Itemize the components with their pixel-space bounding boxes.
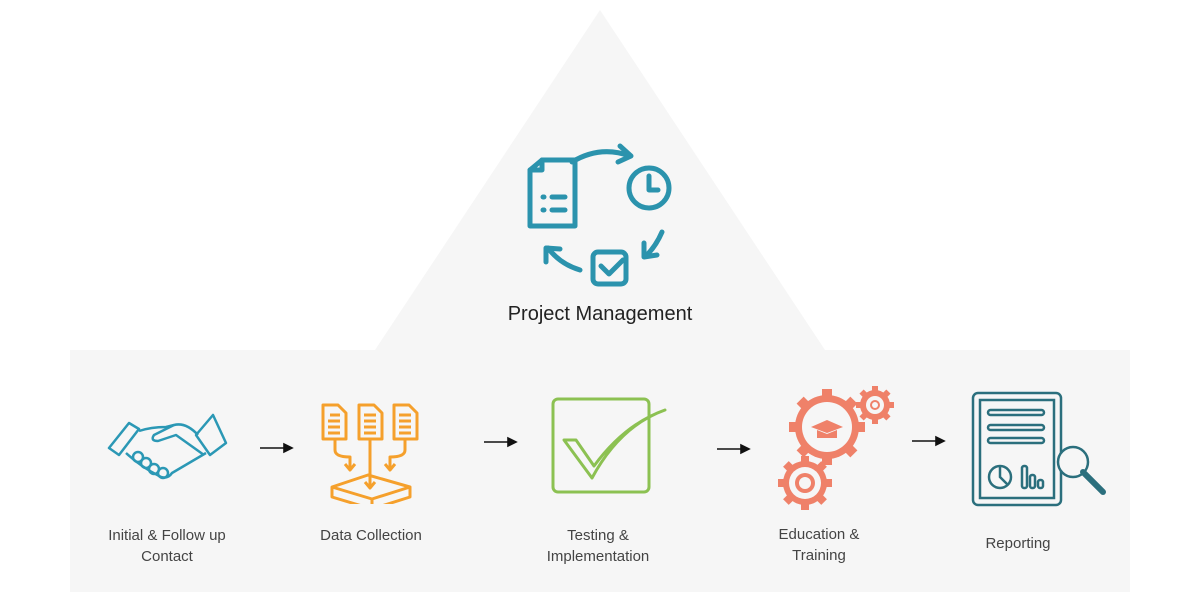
arrow-icon [912,435,946,447]
step-label-testing: Testing & Implementation [508,525,688,567]
data-collection-icon [321,403,419,504]
checkmark-icon [551,397,667,494]
arrow-icon [484,436,518,448]
handshake-icon [107,413,228,480]
step-label-reporting: Reporting [928,533,1108,554]
step-label-line1: Education & [778,526,860,543]
step-label-line1: Initial & Follow up [108,527,226,544]
step-label-line2: Implementation [546,548,650,565]
arrow-icon [717,443,751,455]
step-label-line1: Data Collection [320,527,422,544]
step-label-line1: Reporting [985,535,1051,552]
project-cycle-icon [527,143,672,287]
arrow-icon [260,442,294,454]
step-label-education: Education & Training [729,524,909,566]
pyramid-triangle [375,10,825,350]
step-label-line2: Contact [141,548,193,565]
process-panel [70,350,1130,592]
arrows [260,435,946,455]
report-icon [971,391,1106,507]
center-title: Project Management [507,303,693,325]
step-label-data-collection: Data Collection [281,525,461,546]
step-label-initial-contact: Initial & Follow up Contact [77,525,257,567]
education-gears-icon [778,386,894,510]
step-label-line2: Training [792,547,846,564]
step-label-line1: Testing & [567,527,629,544]
